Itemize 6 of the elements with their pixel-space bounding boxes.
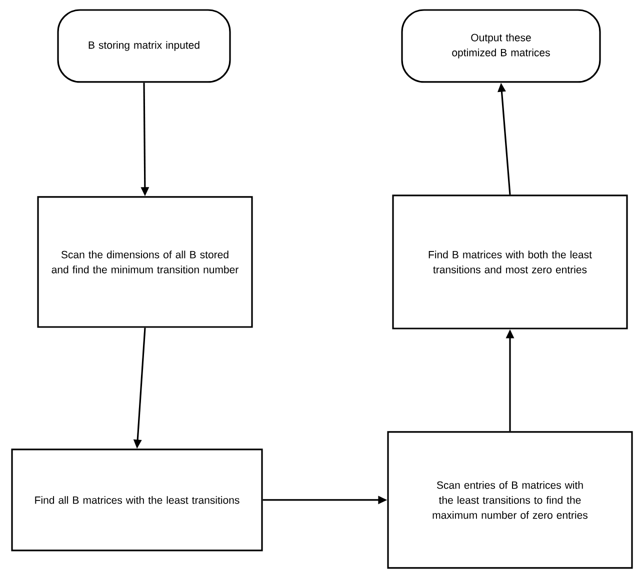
terminal-box: Output these optimized B matrices bbox=[401, 9, 601, 83]
process-box: Scan the dimensions of all B stored and find the minimum transition number bbox=[37, 196, 253, 328]
process-box: Find all B matrices with the least transitions bbox=[11, 448, 263, 552]
process-box: Find B matrices with both the least transitions and most zero entries bbox=[392, 194, 628, 330]
process-box: Scan entries of B matrices with the least transitions to find the maximum number of zero entries bbox=[387, 431, 633, 569]
terminal-box: B storing matrix inputed bbox=[57, 9, 231, 83]
